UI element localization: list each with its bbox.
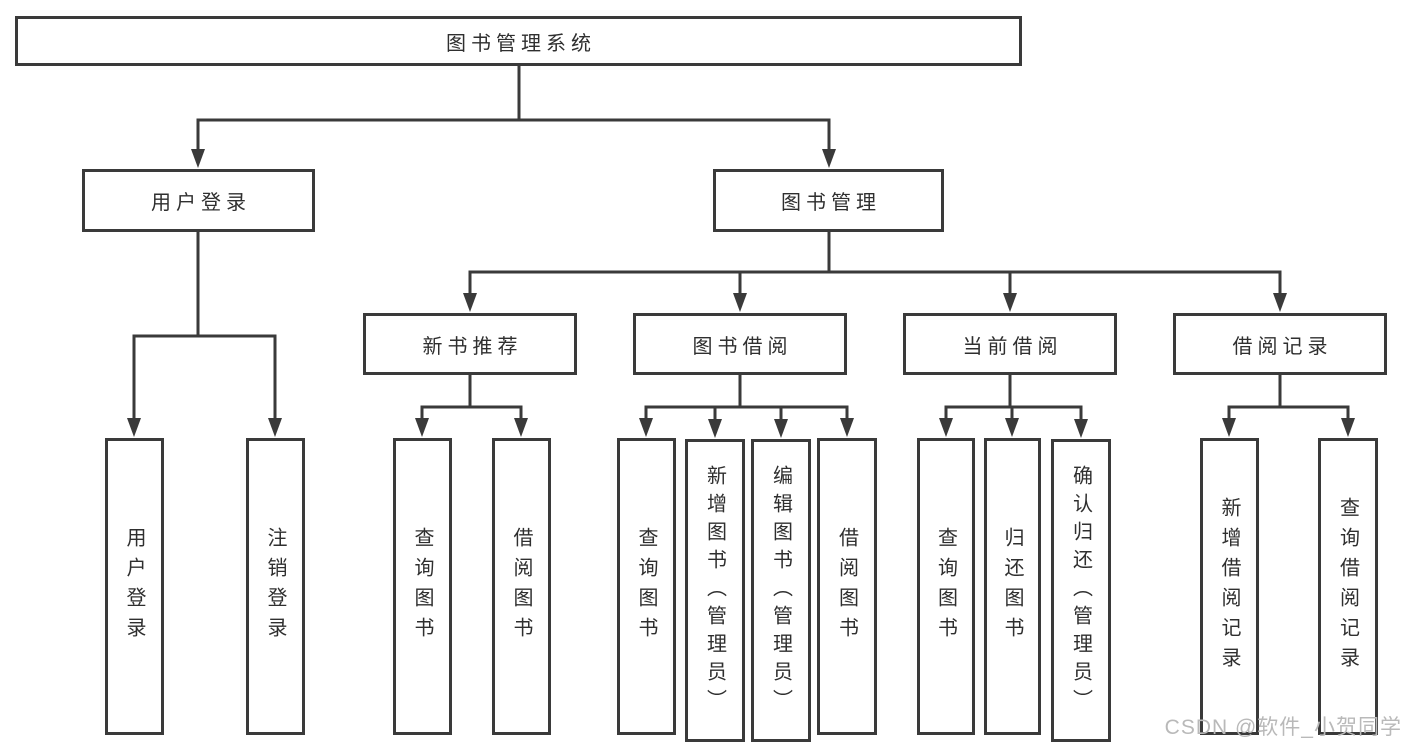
arrowhead-down: [939, 418, 953, 437]
edge-currentborrow-to-leaves: [944, 375, 1083, 421]
node-box-query-books-2: 查询图书: [617, 438, 676, 735]
arrowhead-down: [514, 418, 528, 437]
csdn-watermark: CSDN @软件_小贺同学: [1164, 716, 1402, 739]
arrowhead-down: [127, 418, 141, 437]
node-box-current-borrowing: 当前借阅: [903, 313, 1117, 375]
arrowhead-down: [822, 149, 836, 168]
arrowhead-down: [268, 418, 282, 437]
node-box-add-books-admin: 新增图书（管理员）: [685, 439, 745, 742]
arrowhead-down: [840, 418, 854, 437]
node-box-library-system: 图书管理系统: [15, 16, 1022, 66]
arrowhead-down: [415, 418, 429, 437]
edge-bookborrow-to-leaves: [644, 375, 849, 421]
node-box-query-books-1: 查询图书: [393, 438, 452, 735]
node-box-book-borrowing: 图书借阅: [633, 313, 847, 375]
edge-root-to-level2: [196, 66, 831, 150]
node-box-return-books: 归还图书: [984, 438, 1041, 735]
edge-borrowrecord-to-leaves: [1227, 375, 1350, 420]
arrowhead-down: [191, 149, 205, 168]
node-box-edit-books-admin: 编辑图书（管理员）: [751, 439, 811, 742]
arrowhead-down: [1222, 418, 1236, 437]
node-box-borrow-books-2: 借阅图书: [817, 438, 877, 735]
node-box-user-login-leaf: 用户登录: [105, 438, 164, 735]
arrowhead-down: [639, 418, 653, 437]
node-box-borrow-books-1: 借阅图书: [492, 438, 551, 735]
edge-userlogin-to-leaves: [132, 232, 277, 419]
arrowhead-down: [708, 419, 722, 438]
arrowhead-down: [1273, 293, 1287, 312]
node-box-confirm-return-admin: 确认归还（管理员）: [1051, 439, 1111, 742]
node-box-add-borrow-record: 新增借阅记录: [1200, 438, 1259, 735]
edge-newbookrec-to-leaves: [420, 375, 523, 420]
arrowhead-down: [1003, 293, 1017, 312]
edge-bookmgmt-to-level3: [468, 232, 1282, 294]
node-box-user-login: 用户登录: [82, 169, 315, 232]
node-box-book-management: 图书管理: [713, 169, 944, 232]
node-box-query-borrow-record: 查询借阅记录: [1318, 438, 1378, 735]
arrowhead-down: [1005, 418, 1019, 437]
arrowhead-down: [774, 419, 788, 438]
node-box-borrowing-records: 借阅记录: [1173, 313, 1387, 375]
arrowhead-down: [463, 293, 477, 312]
node-box-new-book-recommend: 新书推荐: [363, 313, 577, 375]
arrowhead-down: [1074, 419, 1088, 438]
arrowhead-down: [733, 293, 747, 312]
arrowhead-down: [1341, 418, 1355, 437]
node-box-logout: 注销登录: [246, 438, 305, 735]
node-box-query-books-3: 查询图书: [917, 438, 975, 735]
